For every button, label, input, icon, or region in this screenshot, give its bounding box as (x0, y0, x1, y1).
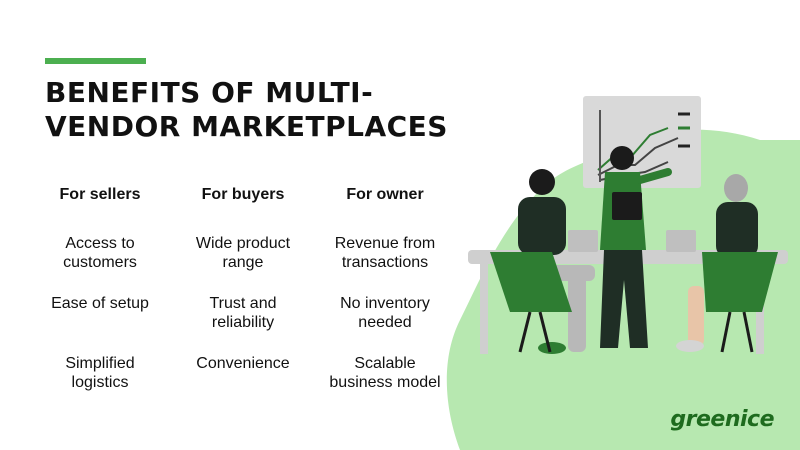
column-owner: For owner Revenue from transactions No i… (322, 184, 448, 414)
benefit-item: Access to customers (63, 235, 137, 271)
column-heading: For owner (346, 186, 424, 203)
column-heading: For buyers (201, 186, 285, 203)
benefit-item: Simplified logistics (65, 355, 135, 391)
column-buyers: For buyers Wide product range Trust and … (182, 184, 304, 414)
column-heading: For sellers (59, 186, 141, 203)
benefit-item: Trust and reliability (209, 295, 277, 331)
benefit-item: Ease of setup (51, 295, 149, 312)
team-meeting-illustration (446, 96, 800, 450)
column-sellers: For sellers Access to customers Ease of … (40, 184, 160, 414)
benefit-item: Wide product range (195, 235, 291, 271)
title-accent-bar (45, 58, 146, 64)
benefit-item: No inventory needed (340, 295, 430, 331)
person-standing (600, 146, 672, 348)
greenice-logo: greenice (670, 407, 774, 432)
laptop-right (666, 230, 696, 252)
benefit-item: Convenience (196, 355, 290, 372)
laptop-left (568, 230, 598, 252)
page-title: BENEFITS OF MULTI-VENDOR MARKETPLACES (45, 76, 448, 143)
person-left (518, 169, 595, 354)
benefit-item: Scalable business model (329, 355, 441, 391)
benefit-item: Revenue from transactions (334, 235, 436, 271)
chair-left (490, 252, 572, 312)
chair-right (702, 252, 778, 312)
